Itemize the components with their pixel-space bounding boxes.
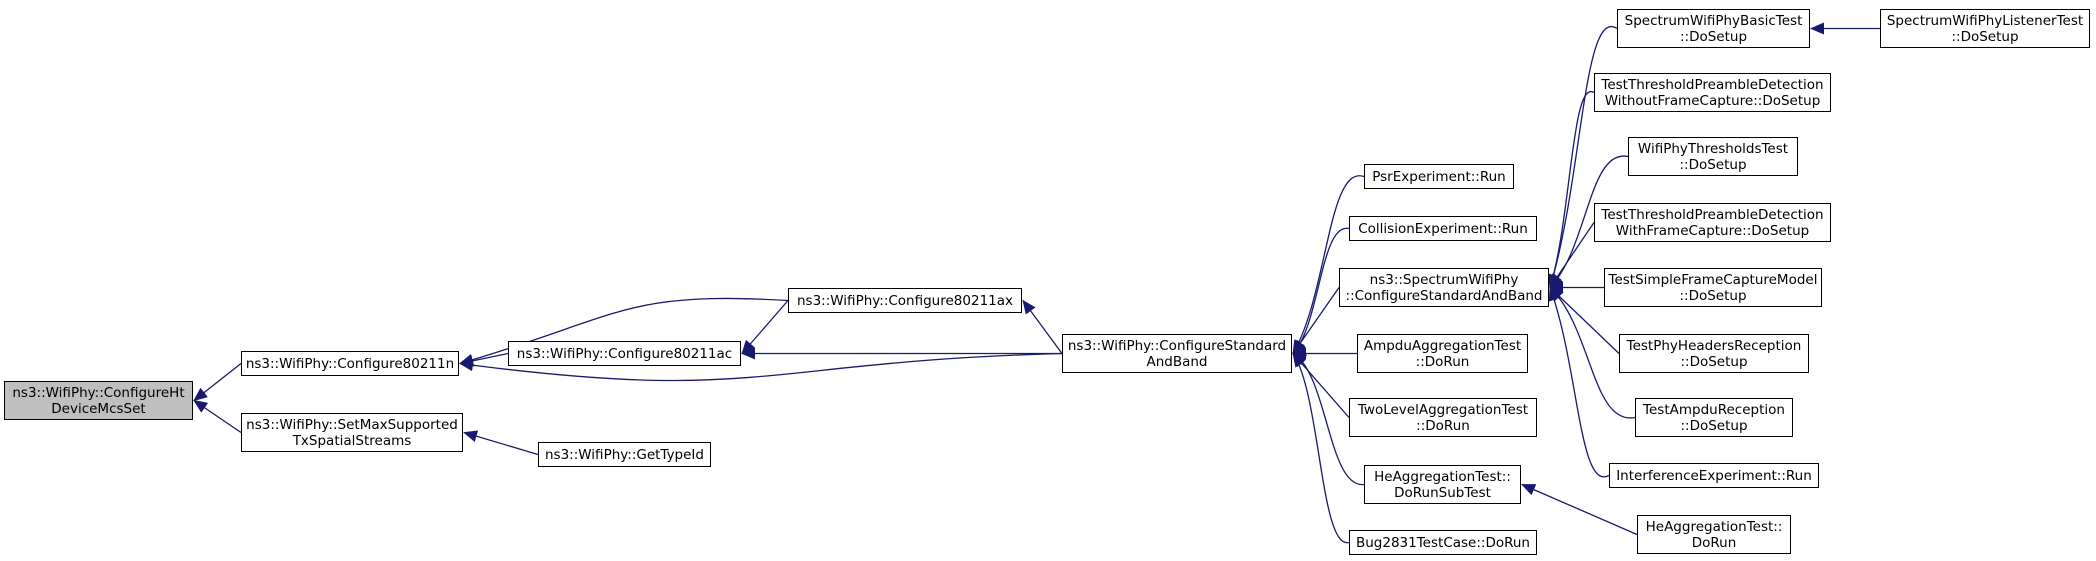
node-label: ns3::WifiPhy::Configure80211n (245, 355, 455, 372)
node-bug2831-test-case-dorun[interactable]: Bug2831TestCase::DoRun (1349, 530, 1537, 555)
node-test-threshold-preamble-detection-with-frame-capture[interactable]: TestThresholdPreambleDetection WithFrame… (1594, 203, 1831, 242)
call-edge-set-max-supported-tx-spatial-streams-to-configure-ht-device-mcs-set (193, 399, 242, 434)
node-spectrum-configure-standard-and-band[interactable]: ns3::SpectrumWifiPhy ::ConfigureStandard… (1339, 268, 1549, 307)
node-psr-experiment-run[interactable]: PsrExperiment::Run (1364, 164, 1514, 189)
call-edge-test-threshold-preamble-detection-with-frame-capture-to-spectrum-configure-standard-and-band (1549, 222, 1595, 289)
node-wifi-phy-thresholds-test-dosetup[interactable]: WifiPhyThresholdsTest ::DoSetup (1628, 137, 1798, 176)
call-edge-configure-standard-and-band-to-configure-80211n (459, 352, 1063, 382)
node-label: HeAggregationTest:: DoRun (1645, 518, 1783, 551)
call-edge-test-threshold-preamble-detection-without-frame-capture-to-spectrum-configure-standard-and-band (1548, 90, 1595, 289)
node-label: ns3::WifiPhy::ConfigureHt DeviceMcsSet (12, 384, 185, 417)
node-test-ampdu-reception-dosetup[interactable]: TestAmpduReception ::DoSetup (1635, 398, 1793, 437)
node-label: ns3::SpectrumWifiPhy ::ConfigureStandard… (1345, 271, 1543, 304)
node-ampdu-aggregation-test-dorun[interactable]: AmpduAggregationTest ::DoRun (1357, 334, 1528, 373)
call-edge-spectrum-wifi-phy-basic-test-dosetup-to-spectrum-configure-standard-and-band (1547, 25, 1618, 289)
node-label: TestPhyHeadersReception ::DoSetup (1626, 337, 1802, 370)
node-label: TwoLevelAggregationTest ::DoRun (1357, 401, 1529, 434)
node-test-simple-frame-capture-model-dosetup[interactable]: TestSimpleFrameCaptureModel ::DoSetup (1604, 268, 1822, 307)
call-edge-configure-80211ax-to-configure-80211ac (741, 300, 789, 355)
node-label: InterferenceExperiment::Run (1616, 467, 1812, 484)
node-configure-standard-and-band[interactable]: ns3::WifiPhy::ConfigureStandard AndBand (1062, 334, 1292, 373)
node-label: Bug2831TestCase::DoRun (1355, 534, 1530, 551)
node-configure-80211n[interactable]: ns3::WifiPhy::Configure80211n (241, 351, 459, 376)
call-edge-get-type-id-to-set-max-supported-tx-spatial-streams (463, 430, 539, 456)
node-configure-80211ac[interactable]: ns3::WifiPhy::Configure80211ac (508, 341, 741, 366)
call-edge-configure-80211n-to-configure-ht-device-mcs-set (193, 362, 242, 402)
call-edge-he-aggregation-test-dorun-to-he-aggregation-test-dorunsubtest (1521, 483, 1638, 536)
node-spectrum-wifi-phy-listener-test-dosetup[interactable]: SpectrumWifiPhyListenerTest ::DoSetup (1880, 9, 2090, 48)
call-edge-test-ampdu-reception-dosetup-to-spectrum-configure-standard-and-band (1549, 286, 1636, 419)
call-edge-interference-experiment-run-to-spectrum-configure-standard-and-band (1548, 286, 1610, 478)
node-spectrum-wifi-phy-basic-test-dosetup[interactable]: SpectrumWifiPhyBasicTest ::DoSetup (1617, 9, 1810, 48)
node-label: HeAggregationTest:: DoRunSubTest (1374, 468, 1511, 501)
node-two-level-aggregation-test-dorun[interactable]: TwoLevelAggregationTest ::DoRun (1349, 398, 1537, 437)
node-label: ns3::WifiPhy::ConfigureStandard AndBand (1067, 337, 1287, 370)
call-edge-spectrum-configure-standard-and-band-to-configure-standard-and-band (1292, 287, 1340, 355)
node-configure-80211ax[interactable]: ns3::WifiPhy::Configure80211ax (788, 288, 1022, 313)
call-edge-bug2831-test-case-dorun-to-configure-standard-and-band (1292, 352, 1350, 544)
node-get-type-id[interactable]: ns3::WifiPhy::GetTypeId (538, 442, 711, 467)
node-label: ns3::WifiPhy::SetMaxSupported TxSpatialS… (246, 416, 458, 449)
node-test-phy-headers-reception-dosetup[interactable]: TestPhyHeadersReception ::DoSetup (1619, 334, 1809, 373)
node-interference-experiment-run[interactable]: InterferenceExperiment::Run (1609, 463, 1819, 488)
node-collision-experiment-run[interactable]: CollisionExperiment::Run (1349, 216, 1537, 241)
node-he-aggregation-test-dorun[interactable]: HeAggregationTest:: DoRun (1637, 515, 1791, 554)
node-label: TestThresholdPreambleDetection WithFrame… (1601, 206, 1824, 239)
node-set-max-supported-tx-spatial-streams[interactable]: ns3::WifiPhy::SetMaxSupported TxSpatialS… (241, 413, 463, 452)
node-configure-ht-device-mcs-set: ns3::WifiPhy::ConfigureHt DeviceMcsSet (4, 381, 193, 420)
node-label: TestThresholdPreambleDetection WithoutFr… (1601, 76, 1824, 109)
call-edge-configure-standard-and-band-to-configure-80211ax (1022, 299, 1063, 354)
node-label: TestAmpduReception ::DoSetup (1643, 401, 1785, 434)
node-label: SpectrumWifiPhyBasicTest ::DoSetup (1624, 12, 1803, 45)
node-label: ns3::WifiPhy::Configure80211ac (516, 345, 733, 362)
node-label: SpectrumWifiPhyListenerTest ::DoSetup (1886, 12, 2084, 45)
node-label: ns3::WifiPhy::GetTypeId (544, 446, 704, 463)
node-he-aggregation-test-dorunsubtest[interactable]: HeAggregationTest:: DoRunSubTest (1364, 465, 1521, 504)
call-edge-psr-experiment-run-to-configure-standard-and-band (1292, 175, 1365, 355)
call-edge-wifi-phy-thresholds-test-dosetup-to-spectrum-configure-standard-and-band (1549, 155, 1629, 289)
node-label: WifiPhyThresholdsTest ::DoSetup (1637, 140, 1789, 173)
node-test-threshold-preamble-detection-without-frame-capture[interactable]: TestThresholdPreambleDetection WithoutFr… (1594, 73, 1831, 112)
node-label: ns3::WifiPhy::Configure80211ax (796, 292, 1014, 309)
node-label: PsrExperiment::Run (1372, 168, 1506, 185)
node-label: AmpduAggregationTest ::DoRun (1363, 337, 1522, 370)
node-label: CollisionExperiment::Run (1358, 220, 1528, 237)
node-label: TestSimpleFrameCaptureModel ::DoSetup (1608, 271, 1818, 304)
